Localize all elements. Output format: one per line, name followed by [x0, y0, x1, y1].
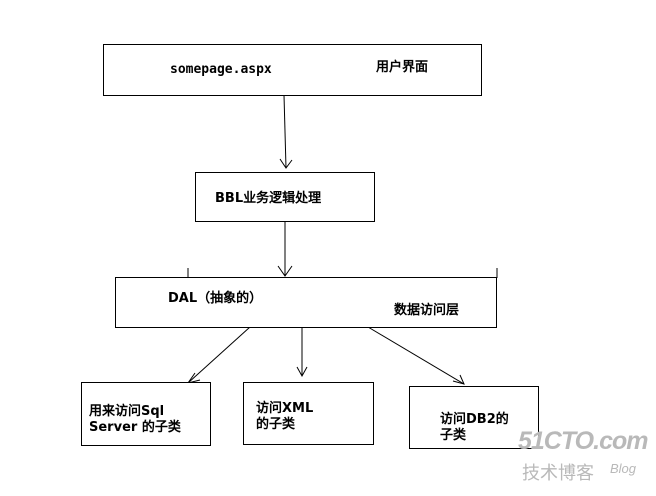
ui-layer-box: somepage.aspx 用户界面: [103, 44, 482, 96]
edge-dal-db2: [367, 326, 465, 385]
bbl-layer-label: BBL业务逻辑处理: [215, 191, 322, 206]
db2-subclass-line2: 子类: [440, 428, 467, 443]
watermark-blog: Blog: [610, 461, 637, 476]
sql-subclass-line2: Server 的子类: [89, 420, 181, 435]
xml-subclass-line2: 的子类: [256, 417, 296, 432]
edge-dal-sql: [187, 326, 251, 384]
xml-subclass-line1: 访问XML: [256, 401, 314, 416]
edge-bbl-dal-arrowhead: [277, 265, 293, 277]
ui-layer-note: 用户界面: [376, 60, 429, 75]
edge-dal-db2-arrowhead: [452, 374, 465, 385]
watermark-sub: 技术博客: [522, 463, 594, 483]
edge-dal-xml-arrowhead: [296, 366, 308, 378]
db2-subclass-box: 访问DB2的 子类: [409, 386, 539, 449]
bbl-layer-box: BBL业务逻辑处理: [195, 172, 375, 222]
dal-layer-note: 数据访问层: [394, 303, 460, 318]
dal-layer-label: DAL（抽象的）: [168, 291, 263, 306]
db2-subclass-line1: 访问DB2的: [440, 412, 509, 427]
xml-subclass-box: 访问XML 的子类: [243, 382, 374, 445]
ui-layer-label: somepage.aspx: [170, 62, 272, 77]
dal-layer-box: DAL（抽象的） 数据访问层: [115, 277, 497, 328]
watermark-brand: 51CTO.com: [518, 427, 648, 455]
edge-ui-bbl: [283, 94, 287, 169]
sql-subclass-box: 用来访问Sql Server 的子类: [81, 382, 211, 446]
edge-ui-bbl-arrowhead: [279, 158, 293, 169]
sql-subclass-line1: 用来访问Sql: [89, 404, 165, 419]
